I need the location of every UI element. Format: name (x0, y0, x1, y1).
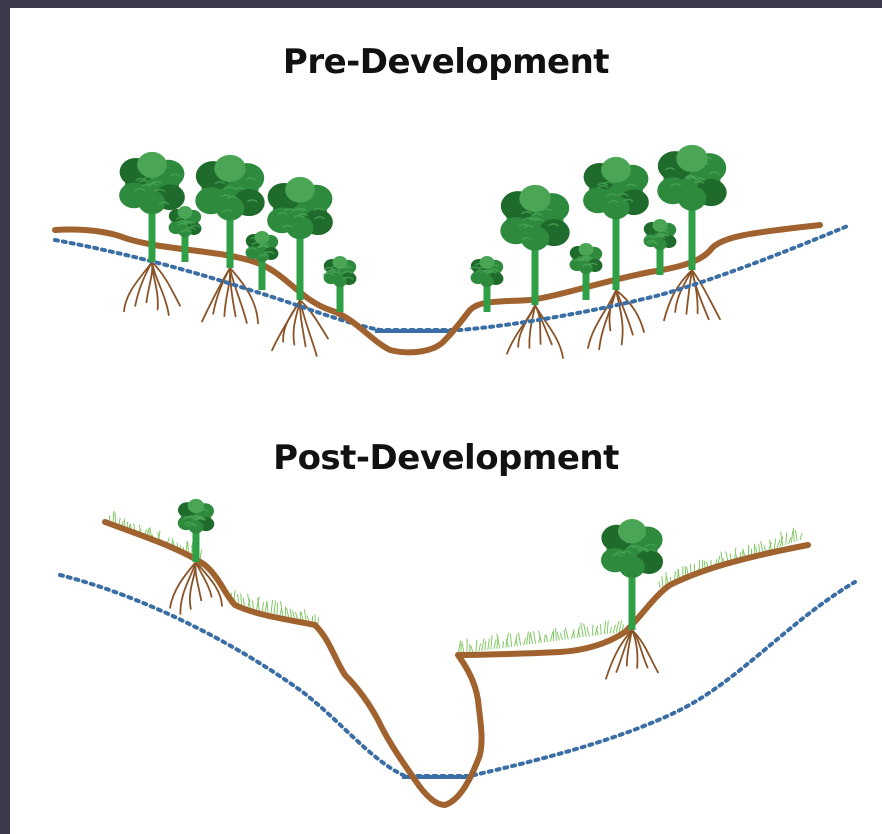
ground-surface-post (102, 519, 811, 808)
water-table-line-post (58, 573, 857, 778)
tree-icon (657, 144, 727, 270)
roots-group (123, 261, 721, 359)
tree-icon (267, 176, 333, 300)
roots-group-post (169, 561, 659, 680)
roots-icon (605, 629, 659, 680)
trees-group-post (177, 498, 664, 630)
roots-icon (123, 261, 181, 316)
pre-development-panel (52, 144, 852, 359)
roots-icon (169, 561, 223, 615)
tree-icon (600, 519, 664, 630)
pre-development-title: Pre-Development (282, 42, 610, 82)
roots-icon (506, 304, 564, 359)
tree-icon (469, 255, 504, 312)
tree-icon (500, 184, 570, 305)
ground-surface (52, 222, 823, 356)
grass-icon (457, 620, 625, 655)
post-development-panel (58, 498, 857, 808)
tree-icon (322, 255, 357, 312)
roots-icon (587, 289, 645, 351)
tree-icon (177, 498, 215, 562)
post-development-title: Post-Development (273, 438, 619, 478)
water-table-line (53, 223, 852, 332)
grass-icon (658, 527, 803, 589)
tree-icon (245, 230, 279, 290)
tree-icon (643, 218, 677, 275)
roots-icon (201, 267, 259, 325)
diagram-svg (52, 144, 857, 808)
roots-icon (663, 269, 721, 322)
tree-icon (168, 205, 202, 262)
tree-icon (119, 151, 185, 262)
tree-icon (195, 154, 265, 268)
diagram-frame: Pre-Development Post-Development (10, 8, 882, 834)
tree-icon (569, 242, 603, 300)
trees-group (119, 144, 727, 312)
tree-icon (583, 156, 649, 290)
